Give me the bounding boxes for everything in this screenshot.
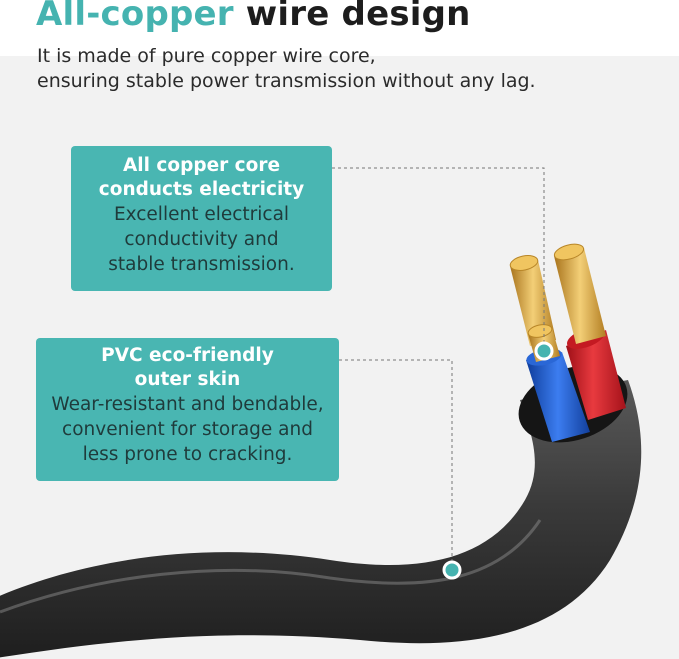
cable-highlight: [0, 519, 542, 614]
title-accent: All-copper: [36, 0, 234, 34]
callout-copper-core: All copper core conducts electricity Exc…: [71, 146, 332, 291]
blue-wire: [526, 352, 590, 442]
title-rest: wire design: [245, 0, 471, 34]
marker-dot-copper: [534, 341, 554, 361]
leader-line-pvc: [339, 359, 453, 568]
header-band: [0, 0, 679, 56]
callout-body-line: convenient for storage and: [62, 419, 313, 440]
copper-strand-left-end: [509, 255, 539, 271]
callout-title-line: PVC eco-friendly: [101, 345, 274, 366]
red-wire: [566, 330, 626, 420]
marker-dot-pvc: [442, 560, 462, 580]
callout-body-line: Wear-resistant and bendable,: [51, 394, 324, 415]
callout-body-line: conductivity and: [124, 229, 279, 250]
page-title: All-copper wire design: [36, 0, 471, 34]
callout-title-line: All copper core: [122, 155, 281, 176]
copper-strand-right: [554, 248, 606, 344]
subtitle-line-2: ensuring stable power transmission witho…: [37, 70, 536, 92]
callout-body-line: less prone to cracking.: [82, 444, 293, 465]
subtitle-line-1: It is made of pure copper wire core,: [37, 45, 376, 67]
callout-title-line: outer skin: [134, 369, 241, 390]
copper-strand-right-end: [553, 243, 585, 261]
leader-line-copper: [332, 167, 545, 350]
callout-body-line: Excellent electrical: [113, 204, 290, 225]
callout-body-line: stable transmission.: [108, 254, 295, 275]
page-subtitle: It is made of pure copper wire core, ens…: [37, 44, 536, 94]
callout-title-line: conducts electricity: [98, 179, 305, 200]
callout-pvc-skin: PVC eco-friendly outer skin Wear-resista…: [36, 338, 339, 481]
copper-strand-middle-end: [527, 324, 553, 338]
cable-jacket: [0, 380, 642, 658]
